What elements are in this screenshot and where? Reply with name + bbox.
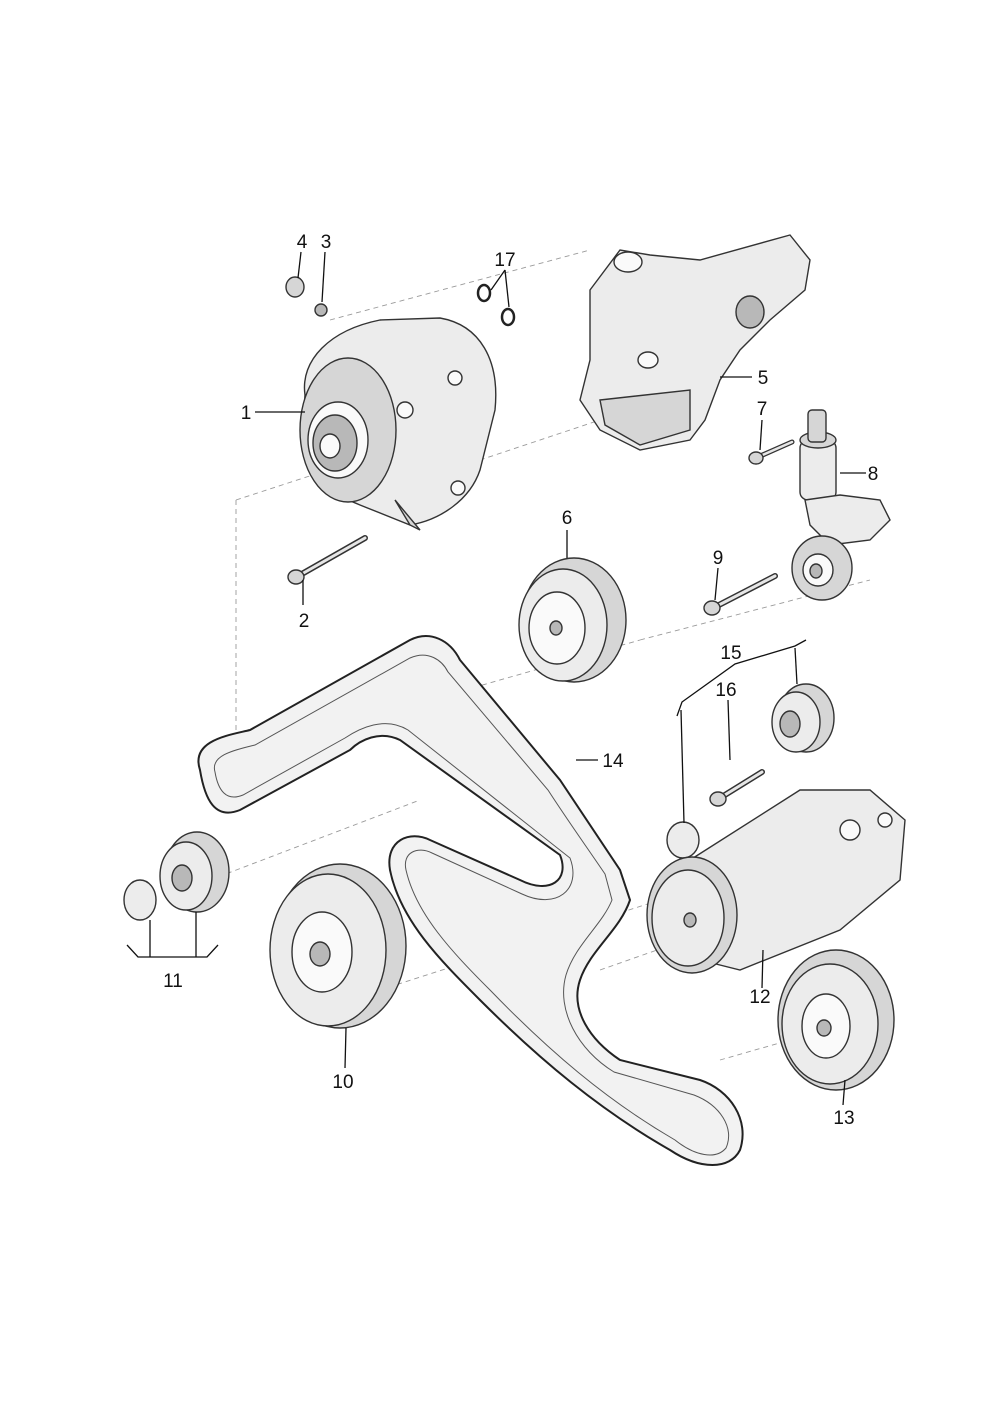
alternator-bolt: [287, 535, 368, 585]
callout-16: 16: [715, 680, 736, 701]
callout-7: 7: [757, 399, 768, 420]
callout-10: 10: [332, 1072, 353, 1093]
callout-1: 1: [241, 403, 252, 424]
idler-pulley-upper: [666, 683, 835, 859]
callout-5: 5: [758, 368, 769, 389]
crankshaft-pulley: [269, 863, 407, 1029]
idler-pulley-lower: [123, 831, 230, 921]
callout-11: 11: [163, 971, 183, 992]
accessory-bracket: [579, 234, 811, 451]
leader-lines: [126, 251, 866, 1106]
belt-tensioner: [791, 409, 891, 601]
alternator: [299, 317, 497, 531]
callout-15: 15: [720, 643, 741, 664]
nut-and-cap: [285, 276, 328, 317]
callout-8: 8: [868, 464, 879, 485]
callout-13: 13: [833, 1108, 854, 1129]
callout-9: 9: [713, 548, 724, 569]
callout-labels: 1 2 3 4 5 6 7 8 9 10 11 12 13 14 15 16 1…: [163, 232, 878, 1129]
callout-17: 17: [494, 250, 515, 271]
o-rings: [476, 283, 516, 327]
callout-4: 4: [297, 232, 308, 253]
tensioner-bolt: [748, 439, 795, 465]
power-steering-pulley: [518, 557, 627, 683]
ac-compressor-pulley: [777, 949, 895, 1091]
callout-3: 3: [321, 232, 332, 253]
callout-14: 14: [602, 751, 624, 772]
callout-6: 6: [562, 508, 573, 529]
callout-2: 2: [299, 611, 310, 632]
ac-compressor: [646, 789, 906, 974]
poly-v-belt: [197, 635, 744, 1166]
callout-12: 12: [749, 987, 770, 1008]
tensioner-pulley-bolt: [703, 573, 778, 616]
